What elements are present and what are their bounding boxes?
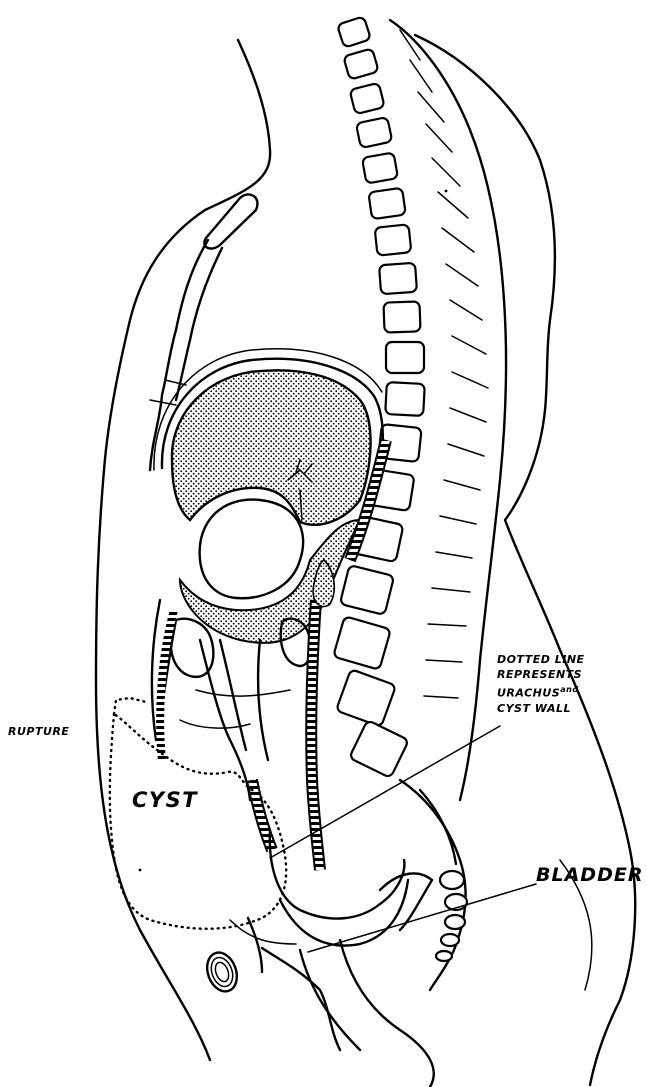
note-line-3-and: and xyxy=(560,685,578,694)
cyst-label: CYST xyxy=(132,788,198,812)
sacrum xyxy=(400,780,467,990)
bladder-pelvis xyxy=(230,830,434,1087)
annotation-note: DOTTED LINE REPRESENTS URACHUSand CYST W… xyxy=(497,652,585,716)
bladder-label: BLADDER xyxy=(536,864,643,886)
note-line-3-urachus: URACHUS xyxy=(497,687,560,700)
pubic-bone xyxy=(202,948,242,995)
note-line-4: CYST WALL xyxy=(497,701,585,716)
note-line-2: REPRESENTS xyxy=(497,667,585,682)
note-line-1: DOTTED LINE xyxy=(497,652,585,667)
note-line-3: URACHUSand xyxy=(497,682,585,701)
rupture-label: RUPTURE xyxy=(8,724,69,739)
body-outline xyxy=(96,35,635,1085)
